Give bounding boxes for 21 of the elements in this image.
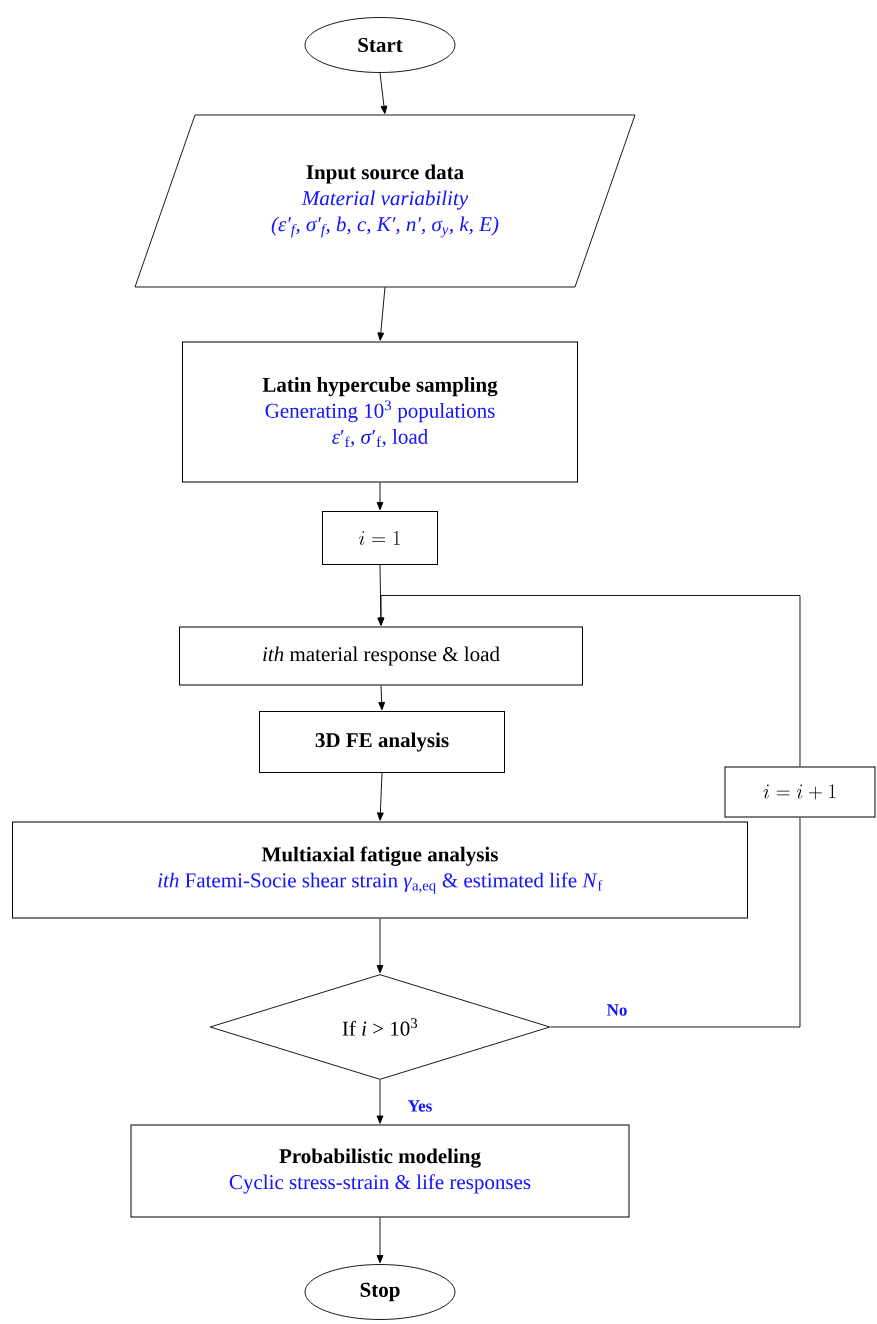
arrow — [376, 1217, 384, 1264]
process-box: ith material response & load — [179, 626, 583, 686]
arrow — [379, 72, 388, 114]
process-box: Probabilistic modeling Cyclic stress-strain & life responses — [130, 1124, 630, 1218]
arrow — [377, 595, 801, 767]
arrow — [376, 482, 384, 511]
arrow — [376, 772, 384, 821]
stop-oval: Stop — [304, 1264, 456, 1320]
arrow — [377, 286, 386, 341]
process-box: 3D FE analysis — [259, 711, 505, 773]
start-oval: Start — [304, 17, 456, 73]
process-box: Latin hypercube sampling Generating 10$^{3}$ populations ε′$_{f}$, σ′$_{f}$, load — [182, 341, 578, 483]
arrow — [378, 685, 386, 711]
input-parallelogram: Input source data Material variability (ε′$_{f}$, σ′$_{f}$, b, c, K′, n′, σ$_{y}$, k, E) — [134, 114, 636, 288]
process-box: $i = 1$ — [322, 511, 438, 565]
arrow — [376, 918, 384, 974]
edge-label: Yes — [406, 1099, 434, 1113]
edge-label: No — [605, 1003, 629, 1017]
process-box: Multiaxial fatigue analysis ith Fatemi-Socie shear strain γ$_{a,eq}$ & estimated life N$_{f}$ — [12, 821, 748, 919]
arrow — [376, 1079, 384, 1124]
process-box: $i = i + 1$ — [724, 766, 876, 818]
